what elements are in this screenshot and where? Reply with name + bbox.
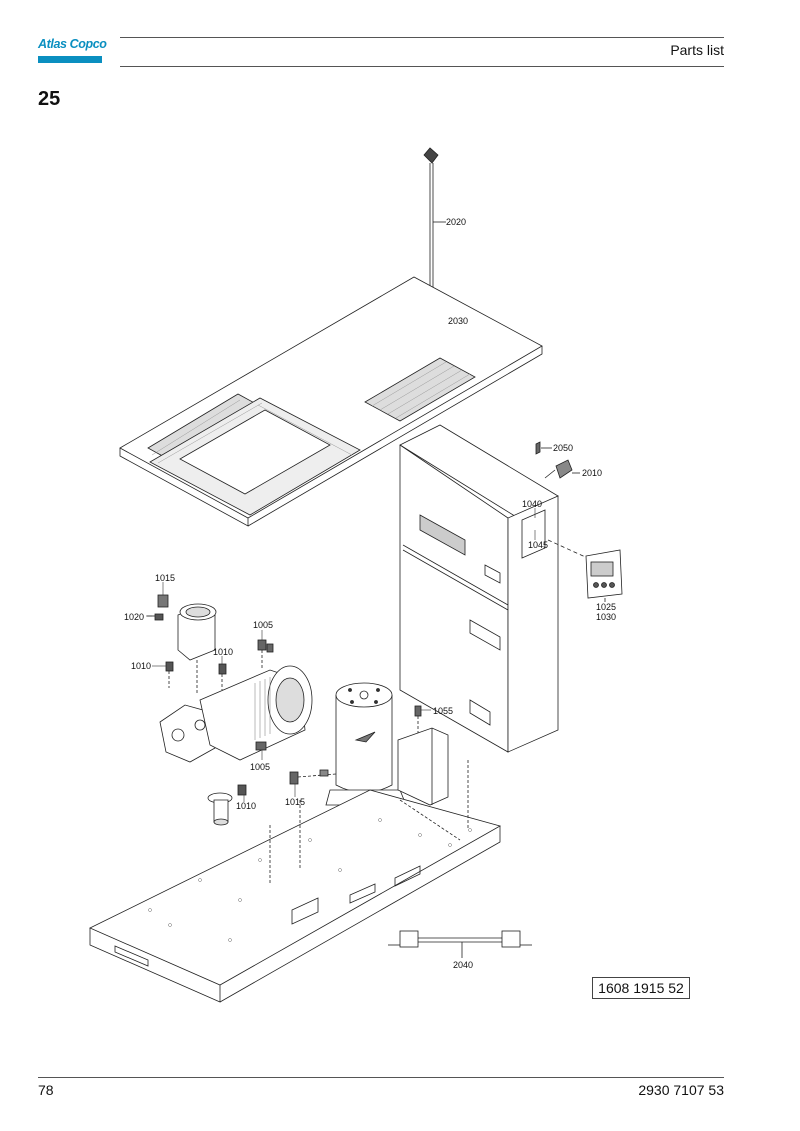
document-number: 2930 7107 53 (638, 1082, 724, 1098)
callout-1025: 1025 (596, 602, 616, 612)
callout-1015-upper: 1015 (155, 573, 175, 583)
inlet-valve (177, 603, 217, 695)
callout-2020: 2020 (446, 217, 466, 227)
callout-1005-lower: 1005 (250, 762, 270, 772)
callout-1010-left: 1010 (131, 661, 151, 671)
page-title: Parts list (670, 42, 724, 58)
footer-rule (38, 1077, 724, 1078)
callout-1055: 1055 (433, 706, 453, 716)
logo-wordmark: Atlas Copco (38, 37, 107, 51)
callout-2050: 2050 (553, 443, 573, 453)
sensor-1015-lower (289, 769, 337, 785)
solenoid-1015 (157, 594, 169, 608)
fitting-1010-lower (207, 784, 247, 826)
cable-2040 (388, 930, 532, 958)
filter-box (397, 727, 449, 806)
callout-1005-upper: 1005 (253, 620, 273, 630)
separator-tank (325, 682, 407, 806)
fitting-1005-lower (255, 741, 267, 751)
plug-1020 (147, 613, 164, 621)
controller-1025 (585, 549, 623, 602)
callout-2040: 2040 (453, 960, 473, 970)
callout-1010-lower: 1010 (236, 801, 256, 811)
callout-1020: 1020 (124, 612, 144, 622)
header-rule-bottom (120, 66, 724, 67)
roof-panel (119, 276, 543, 527)
atlas-copco-logo: Atlas Copco (38, 36, 107, 64)
callout-1045: 1045 (528, 540, 548, 550)
header-rule-top (120, 37, 724, 38)
page-number: 78 (38, 1082, 54, 1098)
fitting-1005-upper (257, 639, 274, 668)
callout-1015-lower: 1015 (285, 797, 305, 807)
switch-2010 (555, 459, 580, 479)
section-number: 25 (38, 88, 61, 110)
control-cabinet (399, 424, 593, 753)
callout-2010: 2010 (582, 468, 602, 478)
clip-2050 (535, 441, 552, 455)
compressor-element (159, 665, 313, 763)
callout-2030: 2030 (448, 316, 468, 326)
logo-bar (38, 56, 102, 63)
base-frame (89, 760, 502, 1003)
drawing-reference-number: 1608 1915 52 (592, 977, 690, 999)
callout-1040: 1040 (522, 499, 542, 509)
fitting-1010-left (165, 661, 174, 688)
callout-1010-upper: 1010 (213, 647, 233, 657)
callout-1030: 1030 (596, 612, 616, 622)
fitting-1010-upper (218, 663, 227, 690)
